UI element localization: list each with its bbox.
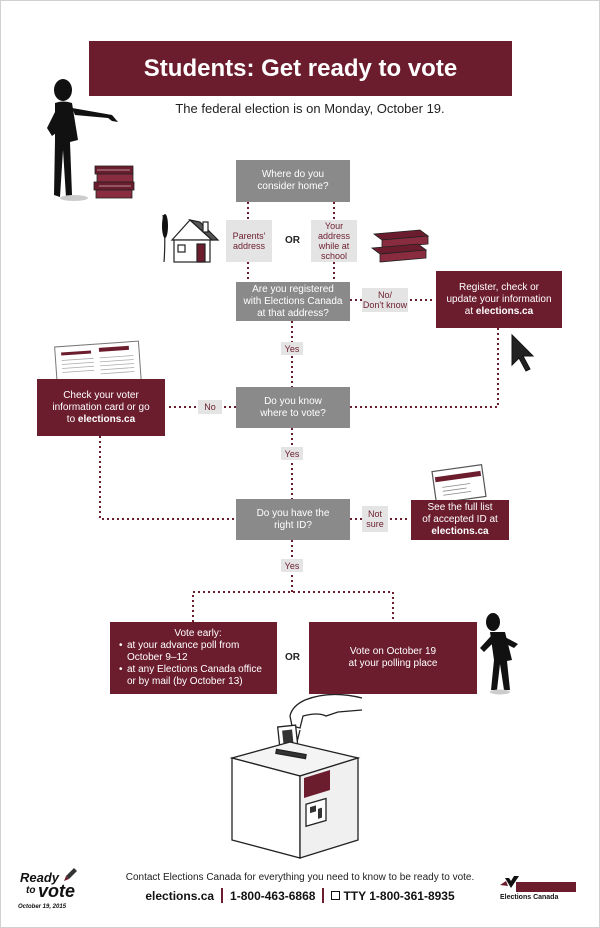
title-banner: Students: Get ready to vote (89, 41, 512, 96)
website-link[interactable]: elections.ca (145, 888, 215, 903)
home-question-box: Where do you consider home? (236, 160, 350, 202)
yes-label-where: Yes (281, 447, 303, 460)
parents-address-label: Parents' address (226, 220, 272, 262)
mouse-cursor-icon (511, 333, 535, 372)
or-divider-home: OR (285, 235, 300, 246)
yes-label-id: Yes (281, 559, 303, 572)
logo-vote: vote (38, 881, 76, 901)
no-label-where: No (198, 400, 222, 414)
or-divider-vote: OR (285, 652, 300, 663)
register-box: Register, check or update your informati… (436, 271, 562, 328)
books-pile-icon (370, 229, 430, 263)
phone-number[interactable]: 1-800-463-6868 (230, 888, 316, 903)
connector-register-where (350, 328, 499, 408)
person-voter-illustration (480, 613, 518, 695)
id-question-box: Do you have the right ID? (236, 499, 350, 540)
person-pointing-illustration (47, 79, 118, 201)
check-voter-card-box: Check your voter information card or go … (37, 379, 165, 436)
id-list-text: See the full list of accepted ID at (422, 502, 498, 525)
connector-check-id (99, 436, 236, 520)
connector-vote-split (192, 591, 394, 622)
contact-text: Contact Elections Canada for everything … (125, 872, 475, 883)
page-title: Students: Get ready to vote (143, 54, 458, 82)
logo-to: to (26, 885, 36, 896)
logo-ready: Ready (20, 870, 60, 885)
pencil-icon (64, 868, 77, 881)
school-address-label: Your address while at school (311, 220, 357, 262)
check-card-text: Check your voter information card or go … (52, 389, 150, 425)
books-stack-icon (93, 165, 135, 199)
id-card-icon (431, 463, 487, 505)
logo-date: October 19, 2015 (18, 904, 67, 910)
not-sure-label: Not sure (362, 506, 388, 532)
register-link[interactable]: elections.ca (475, 305, 534, 317)
voter-card-icon (54, 340, 142, 390)
ready-to-vote-logo: Ready to vote October 19, 2015 (18, 871, 86, 915)
vote-early-title: Vote early: (174, 628, 222, 639)
tty-icon (331, 891, 341, 900)
id-list-link[interactable]: elections.ca (431, 526, 489, 537)
register-text: Register, check or update your informati… (446, 281, 552, 317)
vote-early-bullet-2: •at any Elections Canada office or by ma… (119, 664, 262, 687)
contact-line: elections.ca 1-800-463-6868 TTY 1-800-36… (112, 888, 488, 903)
ballot-box-illustration (229, 741, 361, 859)
elections-canada-wordmark: Elections Canada (500, 894, 559, 901)
no-dont-know-label: No/ Don't know (362, 288, 408, 312)
vote-early-bullet-1: •at your advance poll from October 9–12 (119, 640, 240, 663)
registered-question-box: Are you registered with Elections Canada… (236, 282, 350, 321)
where-to-vote-question-box: Do you know where to vote? (236, 387, 350, 428)
id-list-box: See the full list of accepted ID at elec… (411, 500, 509, 540)
page-subtitle: The federal election is on Monday, Octob… (175, 101, 445, 116)
separator-1 (221, 888, 224, 903)
vote-early-box: Vote early: •at your advance poll from O… (110, 622, 277, 694)
vote-on-day-box: Vote on October 19 at your polling place (309, 622, 477, 694)
separator-2 (322, 888, 325, 903)
check-card-link[interactable]: elections.ca (77, 413, 136, 425)
elections-canada-logo (500, 876, 576, 892)
yes-label-registered: Yes (281, 342, 303, 355)
tty-number[interactable]: TTY 1-800-361-8935 (343, 888, 455, 903)
house-icon (162, 214, 220, 263)
